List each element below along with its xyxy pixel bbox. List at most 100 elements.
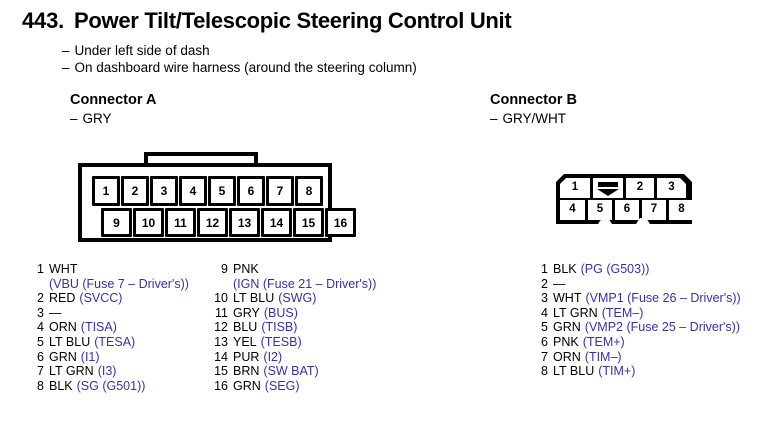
bullet-dash-icon: – bbox=[62, 60, 70, 75]
connector-a-cavity-9: 9 bbox=[101, 208, 132, 237]
connector-a-pin-number: 12 bbox=[214, 320, 228, 335]
connector-a-cavity-7: 7 bbox=[266, 176, 294, 206]
connector-a-cavity-1: 1 bbox=[92, 176, 120, 206]
connector-a-cavity-8: 8 bbox=[295, 176, 323, 206]
connector-b-pin-detail: ORN(TIM–) bbox=[553, 350, 767, 365]
connector-b-wire-color: WHT bbox=[553, 291, 582, 306]
connector-a-pin-number: 7 bbox=[37, 364, 44, 379]
location-note-text: On dashboard wire harness (around the st… bbox=[74, 60, 417, 75]
connector-a-circuit-label: (BUS) bbox=[263, 305, 298, 320]
connector-b-cavity-2: 2 bbox=[626, 178, 654, 198]
bullet-dash-icon: – bbox=[62, 43, 70, 58]
connector-a-wire-color: BLK bbox=[49, 378, 73, 393]
connector-b-pin-row: 2— bbox=[532, 277, 767, 292]
connector-a-pin-detail: LT BLU(SWG) bbox=[233, 291, 422, 306]
connector-a-heading: Connector A –GRY bbox=[70, 92, 156, 126]
connector-b-circuit-label: (TIM–) bbox=[584, 349, 622, 364]
connector-a-circuit-label-continued: (IGN (Fuse 21 – Driver's)) bbox=[233, 276, 377, 291]
connector-a-bottom-row: 9 10 11 12 13 14 15 16 bbox=[82, 208, 356, 237]
connector-a-pin-row: 3— bbox=[28, 306, 208, 321]
blocked-cavity-wedge bbox=[597, 189, 619, 196]
connector-b-pin-detail: PNK(TEM+) bbox=[553, 335, 767, 350]
connector-a-locking-tab-icon bbox=[144, 152, 258, 166]
connector-a-pin-number: 2 bbox=[37, 291, 44, 306]
connector-a-pin-detail: BLK(SG (G501)) bbox=[49, 379, 208, 394]
connector-b-blocked-cavity-icon bbox=[593, 178, 623, 198]
connector-a-pin-number: 4 bbox=[37, 320, 44, 335]
connector-b-pin-number: 2 bbox=[541, 276, 548, 291]
connector-b-circuit-label: (TIM+) bbox=[598, 364, 636, 379]
connector-b-cavity-7: 7 bbox=[642, 200, 666, 220]
connector-a-pin-detail: WHT bbox=[49, 262, 208, 277]
connector-a-wire-color: PUR bbox=[233, 349, 260, 364]
connector-b-wire-color: BLK bbox=[553, 262, 577, 276]
connector-a-wire-color: BLU bbox=[233, 320, 258, 335]
connector-a-pin-detail: PUR(I2) bbox=[233, 350, 422, 365]
connector-a-circuit-label: (SG (G501)) bbox=[76, 378, 146, 393]
location-note-text: Under left side of dash bbox=[74, 43, 210, 58]
section-title: Power Tilt/Telescopic Steering Control U… bbox=[74, 8, 512, 33]
connector-a-pin-row: 4 ORN(TISA) bbox=[28, 320, 208, 335]
connector-b-pin-number: 5 bbox=[541, 320, 548, 335]
connector-a-wire-color: GRN bbox=[233, 378, 261, 393]
connector-a-circuit-label: (TISA) bbox=[80, 320, 117, 335]
connector-b-cavity-8: 8 bbox=[669, 200, 694, 220]
connector-b-circuit-label: (TEM+) bbox=[582, 334, 625, 349]
connector-a-wire-color: WHT bbox=[49, 262, 78, 276]
connector-b-cavity-5: 5 bbox=[588, 200, 612, 220]
connector-a-cavity-11: 11 bbox=[165, 208, 196, 237]
connector-a-wire-color: RED bbox=[49, 291, 76, 306]
connector-a-color-text: GRY bbox=[82, 111, 112, 126]
connector-a-cavity-12: 12 bbox=[197, 208, 228, 237]
connector-a-pin-number: 8 bbox=[37, 378, 44, 393]
connector-b-pin-number: 4 bbox=[541, 305, 548, 320]
connector-a-wire-color: LT GRN bbox=[49, 364, 94, 379]
location-note: –Under left side of dash bbox=[62, 42, 417, 59]
connector-a-cavity-16: 16 bbox=[325, 208, 356, 237]
connector-b-wire-color: LT GRN bbox=[553, 305, 598, 320]
connector-a-cavity-14: 14 bbox=[261, 208, 292, 237]
connector-b-wire-color: ORN bbox=[553, 349, 581, 364]
connector-a-wire-color: LT BLU bbox=[49, 334, 91, 349]
connector-a-pin-detail: RED(SVCC) bbox=[49, 291, 208, 306]
connector-a-pin-number: 9 bbox=[221, 262, 228, 276]
connector-b-pin-detail: LT GRN(TEM–) bbox=[553, 306, 767, 321]
connector-a-pin-number: 3 bbox=[37, 305, 44, 320]
connector-a-wire-color: ORN bbox=[49, 320, 77, 335]
connector-b-name: Connector B bbox=[490, 92, 577, 108]
connector-a-wire-color: GRY bbox=[233, 305, 260, 320]
connector-a-pin-number: 13 bbox=[214, 334, 228, 349]
connector-a-circuit-label: (SW BAT) bbox=[263, 364, 319, 379]
connector-a-pin-number: 14 bbox=[214, 349, 228, 364]
connector-a-cavity-5: 5 bbox=[208, 176, 236, 206]
connector-a-pin-detail: GRN(SEG) bbox=[233, 379, 422, 394]
connector-b-pin-row: 6 PNK(TEM+) bbox=[532, 335, 767, 350]
connector-b-bottom-row: 4 5 6 7 8 bbox=[560, 200, 697, 220]
connector-a-wire-color: LT BLU bbox=[233, 291, 275, 306]
connector-a-circuit-label-continued: (VBU (Fuse 7 – Driver's)) bbox=[49, 276, 189, 291]
connector-a-pin-detail: — bbox=[49, 306, 208, 321]
connector-b-pin-detail: WHT(VMP1 (Fuse 26 – Driver's)) bbox=[553, 291, 767, 306]
connector-a-cavity-2: 2 bbox=[121, 176, 149, 206]
connector-a-pin-row: 14 PUR(I2) bbox=[212, 350, 422, 365]
connector-a-top-row: 1 2 3 4 5 6 7 8 bbox=[82, 176, 328, 206]
connector-b-pin-detail: GRN(VMP2 (Fuse 25 – Driver's)) bbox=[553, 320, 767, 335]
connector-b-wire-color: PNK bbox=[553, 334, 579, 349]
connector-b-pin-number: 6 bbox=[541, 334, 548, 349]
connector-b-pin-detail: LT BLU(TIM+) bbox=[553, 364, 767, 379]
connector-a-wire-color: GRN bbox=[49, 349, 77, 364]
connector-a-pin-detail: LT GRN(I3) bbox=[49, 364, 208, 379]
bullet-dash-icon: – bbox=[490, 111, 498, 126]
bullet-dash-icon: – bbox=[70, 111, 78, 126]
section-number: 443. bbox=[22, 8, 65, 33]
